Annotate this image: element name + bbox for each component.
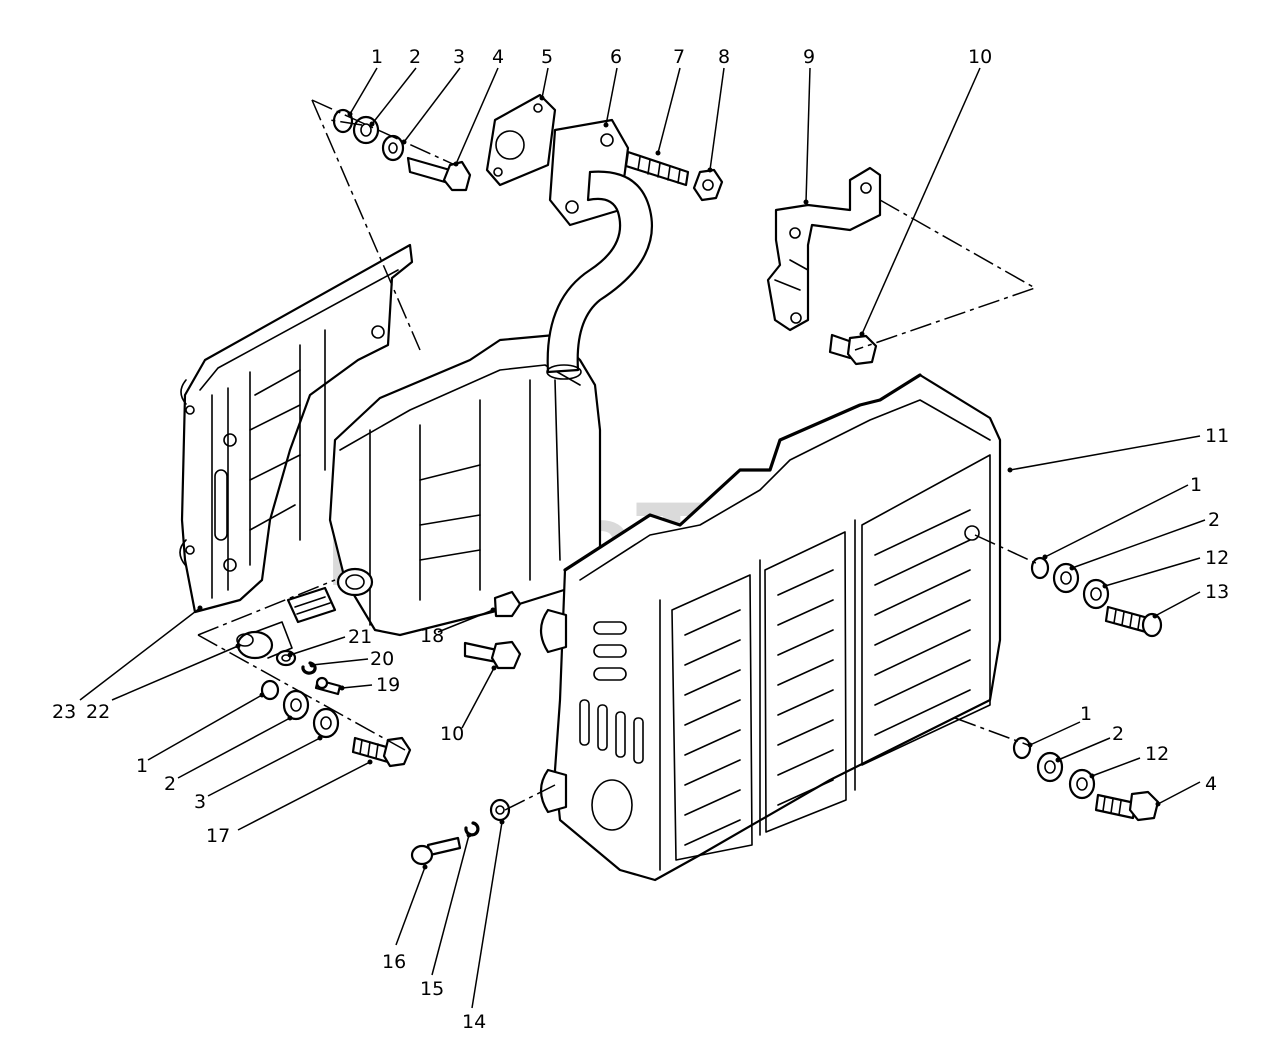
cover-fasteners-lower (1012, 736, 1160, 822)
callout-2-top: 2 (409, 46, 421, 68)
callout-15: 15 (420, 978, 444, 1000)
callout-21: 21 (348, 626, 372, 648)
callout-1-lower: 1 (1080, 703, 1092, 725)
callout-labels: 1 2 3 4 5 6 7 8 9 10 11 1 2 12 13 18 21 … (52, 46, 1229, 1033)
callout-2-left: 2 (164, 773, 176, 795)
mounting-bracket (766, 166, 882, 366)
louvered-cover (539, 373, 1002, 882)
callout-10-top: 10 (968, 46, 992, 68)
callout-6: 6 (610, 46, 622, 68)
callout-16: 16 (382, 951, 406, 973)
cover-fasteners-upper (1030, 556, 1163, 638)
top-fasteners (332, 108, 724, 202)
callout-19: 19 (376, 674, 400, 696)
callout-11: 11 (1205, 425, 1229, 447)
callout-23: 23 (52, 701, 76, 723)
callout-12-lower: 12 (1145, 743, 1169, 765)
callout-22: 22 (86, 701, 110, 723)
callout-9: 9 (803, 46, 815, 68)
callout-1-left: 1 (136, 755, 148, 777)
callout-13: 13 (1205, 581, 1229, 603)
assembly-lines (197, 99, 1041, 811)
callout-20: 20 (370, 648, 394, 670)
callout-4-top: 4 (492, 46, 504, 68)
callout-18: 18 (420, 625, 444, 647)
exhaust-pipe (546, 118, 654, 380)
callout-2-right: 2 (1208, 509, 1220, 531)
exhaust-gasket (485, 93, 557, 187)
callout-3-top: 3 (453, 46, 465, 68)
muffler-fasteners (260, 590, 522, 866)
callout-5: 5 (541, 46, 553, 68)
muffler-body (328, 333, 602, 637)
callout-3-left: 3 (194, 791, 206, 813)
callout-14: 14 (462, 1011, 486, 1033)
callout-10-mid: 10 (440, 723, 464, 745)
callout-4-lower: 4 (1205, 773, 1217, 795)
callout-17: 17 (206, 825, 230, 847)
leader-lines (79, 67, 1206, 1009)
callout-8: 8 (718, 46, 730, 68)
spark-arrester-parts (236, 586, 342, 696)
callout-2-lower: 2 (1112, 723, 1124, 745)
callout-1-right: 1 (1190, 474, 1202, 496)
heat-shield-plate (179, 243, 414, 614)
callout-1-top: 1 (371, 46, 383, 68)
callout-7: 7 (673, 46, 685, 68)
callout-12-right: 12 (1205, 547, 1229, 569)
